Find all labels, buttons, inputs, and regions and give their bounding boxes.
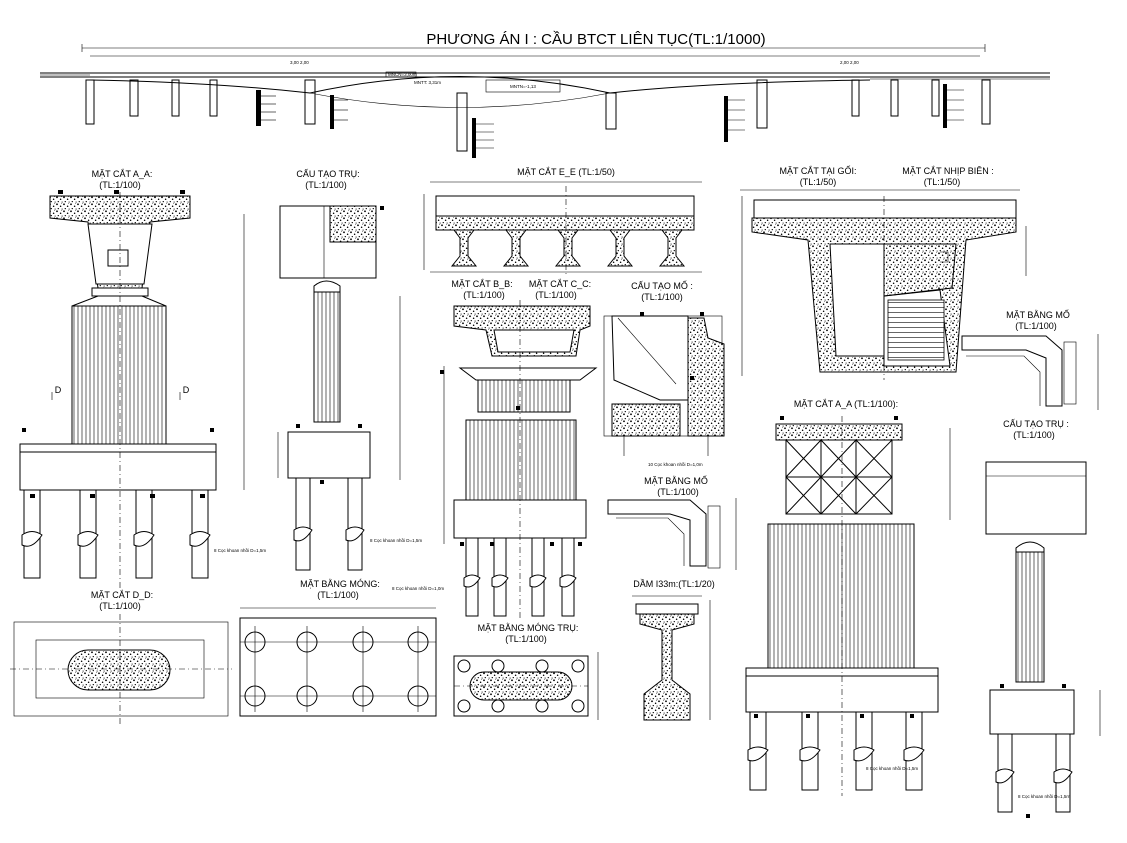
pile-note-aa-right: 8 Cọc khoan nhồi D=1,5m bbox=[866, 766, 918, 771]
section-dd-scale: (TL:1/100) bbox=[99, 601, 141, 611]
view-pier-foundation-plan: MẶT BẰNG MÓNG TRỤ: (TL:1/100) bbox=[453, 623, 599, 720]
view-pier-detail-right: CẤU TẠO TRỤ : (TL:1/100) 8 Cọc khoan nhồ… bbox=[985, 419, 1101, 818]
view-i-girder: DẦM I33m:(TL:1/20) bbox=[632, 579, 715, 721]
pile-note-pier-left: 8 Cọc khoan nhồi D=1,5m bbox=[370, 538, 422, 543]
section-ee-title: MẶT CẮT E_E (TL:1/50) bbox=[517, 167, 615, 177]
pier-detail-left-title: CẤU TẠO TRỤ: bbox=[296, 169, 359, 179]
foundation-plan-title: MẶT BẰNG MÓNG: bbox=[300, 579, 380, 589]
section-support-title: MẶT CẮT TẠI GỐI: bbox=[779, 165, 856, 176]
i-girder-title: DẦM I33m:(TL:1/20) bbox=[633, 579, 715, 589]
view-section-dd: MẶT CẮT D_D: (TL:1/100) bbox=[10, 590, 232, 724]
section-marker-d-right: D bbox=[183, 385, 190, 395]
view-abutment-plan-mid: MẶT BẰNG MỐ (TL:1/100) bbox=[607, 475, 737, 570]
pier-detail-right-title: CẤU TẠO TRỤ : bbox=[1003, 419, 1069, 429]
section-endspan-scale: (TL:1/50) bbox=[924, 177, 961, 187]
section-aa-right-title: MẶT CẮT A_A (TL:1/100): bbox=[794, 399, 898, 409]
abutment-detail-scale: (TL:1/100) bbox=[641, 292, 683, 302]
pile-note-section-cc: 8 Cọc khoan nhồi D=1,0m bbox=[392, 586, 444, 591]
pier-detail-left-scale: (TL:1/100) bbox=[305, 180, 347, 190]
section-cc-title: MẶT CẮT C_C: bbox=[529, 279, 591, 289]
pier-detail-right-scale: (TL:1/100) bbox=[1013, 430, 1055, 440]
elevation-note-mncn: MNCN=3,00m bbox=[388, 72, 417, 77]
pile-note-pier-right: 8 Cọc khoan nhồi D=1,5m bbox=[1018, 794, 1070, 799]
view-abutment-plan-right: MẶT BẰNG MỐ (TL:1/100) bbox=[961, 309, 1099, 410]
view-abutment-detail: CẤU TẠO MỐ : (TL:1/100) 10 Cọc khoan nhồ… bbox=[603, 280, 725, 467]
section-endspan-title: MẶT CẮT NHỊP BIÊN : bbox=[902, 166, 994, 176]
section-support-scale: (TL:1/50) bbox=[800, 177, 837, 187]
elevation-piers bbox=[85, 79, 991, 152]
section-aa-left-title: MẶT CẮT A_A: bbox=[92, 169, 153, 179]
view-section-bb-cc: MẶT CẮT B_B: (TL:1/100) MẶT CẮT C_C: (TL… bbox=[392, 279, 598, 620]
pier-foundation-plan-title: MẶT BẰNG MÓNG TRỤ: bbox=[478, 623, 579, 633]
section-cc-scale: (TL:1/100) bbox=[535, 290, 577, 300]
view-section-support: MẶT CẮT TẠI GỐI: (TL:1/50) MẶT CẮT NHỊP … bbox=[740, 165, 1027, 380]
abutment-plan-right-title: MẶT BẰNG MỐ bbox=[1006, 309, 1070, 320]
piles-aa-left bbox=[21, 490, 211, 579]
pile-note-aa-left: 8 Cọc khoan nhồi D=1,5m bbox=[214, 548, 266, 553]
view-section-aa-right: MẶT CẮT A_A (TL:1/100): 8 Cọc khoan nhồi… bbox=[745, 399, 951, 796]
elevation-note-left: 3,00 2,00 bbox=[290, 60, 309, 65]
foundation-plan-scale: (TL:1/100) bbox=[317, 590, 359, 600]
view-foundation-plan: MẶT BẰNG MÓNG: (TL:1/100) bbox=[239, 579, 437, 717]
abutment-plan-right-scale: (TL:1/100) bbox=[1015, 321, 1057, 331]
section-marker-d-left: D bbox=[55, 385, 62, 395]
boreholes bbox=[256, 84, 964, 158]
section-bb-title: MẶT CẮT B_B: bbox=[451, 279, 512, 289]
bridge-elevation: MNCN=3,00m MNTT: 3,31m MNTN=-1,13 3,00 2… bbox=[40, 44, 1050, 158]
abutment-detail-title: CẤU TẠO MỐ : bbox=[631, 280, 693, 291]
view-section-aa-left: MẶT CẮT A_A: (TL:1/100) D D 8 Cọc khoan … bbox=[19, 169, 266, 590]
sheet-title: PHƯƠNG ÁN I : CẦU BTCT LIÊN TỤC(TL:1/100… bbox=[426, 31, 765, 48]
view-pier-detail-left: CẤU TẠO TRỤ: (TL:1/100) 8 Cọc khoan nhồi… bbox=[277, 169, 422, 571]
pile-note-abutment: 10 Cọc khoan nhồi D=1,0m bbox=[648, 462, 703, 467]
elevation-note-mntn: MNTN=-1,13 bbox=[510, 84, 536, 89]
section-aa-left-scale: (TL:1/100) bbox=[99, 180, 141, 190]
abutment-plan-mid-scale: (TL:1/100) bbox=[657, 487, 699, 497]
elevation-note-right: 2,00 2,00 bbox=[840, 60, 859, 65]
pier-foundation-plan-scale: (TL:1/100) bbox=[505, 634, 547, 644]
abutment-plan-mid-title: MẶT BẰNG MỐ bbox=[644, 475, 708, 486]
section-dd-title: MẶT CẮT D_D: bbox=[91, 590, 153, 600]
elevation-note-mntt: MNTT: 3,31m bbox=[414, 80, 441, 85]
section-bb-scale: (TL:1/100) bbox=[463, 290, 505, 300]
view-section-ee: MẶT CẮT E_E (TL:1/50) bbox=[423, 167, 702, 274]
